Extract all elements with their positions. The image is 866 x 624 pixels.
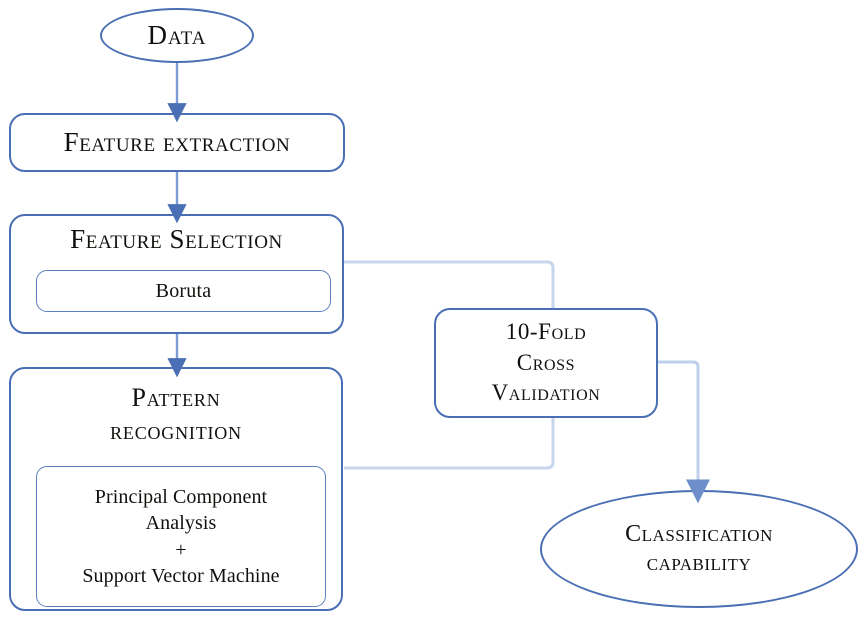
node-cross-validation-label: 10-Fold Cross Validation — [492, 317, 601, 408]
node-classification-capability-label: Classification capability — [625, 520, 773, 579]
node-cross-validation[interactable]: 10-Fold Cross Validation — [434, 308, 658, 418]
node-feature-extraction-label: Feature extraction — [63, 127, 291, 158]
arrow-cross-validation-to-classification — [658, 360, 710, 504]
node-boruta-label: Boruta — [155, 279, 212, 302]
node-cross-validation-line3: Validation — [491, 380, 601, 406]
node-pattern-recognition-label-line1: Pattern — [131, 383, 221, 412]
node-pca-svm-label: Principal Component Analysis + Support V… — [82, 484, 279, 590]
node-feature-selection-label: Feature Selection — [70, 224, 283, 254]
node-cross-validation-line1: 10-Fold — [505, 319, 587, 345]
node-pca-svm-line2: Analysis — [145, 512, 217, 535]
node-feature-extraction[interactable]: Feature extraction — [9, 113, 345, 172]
node-cross-validation-line2: Cross — [516, 349, 576, 375]
node-pca-svm-line4: Support Vector Machine — [82, 564, 280, 587]
node-classification-capability[interactable]: Classification capability — [540, 490, 858, 608]
node-pattern-recognition[interactable]: Pattern recognition Principal Component … — [9, 367, 343, 611]
node-data-label: Data — [147, 20, 207, 51]
node-pca-svm-line1: Principal Component — [94, 485, 268, 508]
node-feature-selection[interactable]: Feature Selection Boruta — [9, 214, 344, 334]
node-data[interactable]: Data — [100, 8, 254, 63]
node-classification-capability-line1: Classification — [625, 520, 773, 547]
node-pattern-recognition-label-line2: recognition — [110, 416, 242, 446]
node-pca-svm[interactable]: Principal Component Analysis + Support V… — [36, 466, 326, 607]
node-classification-capability-line2: capability — [646, 550, 752, 576]
node-boruta[interactable]: Boruta — [36, 270, 331, 312]
node-pca-svm-line3: + — [175, 538, 187, 561]
node-pattern-recognition-label: Pattern recognition — [110, 381, 242, 448]
